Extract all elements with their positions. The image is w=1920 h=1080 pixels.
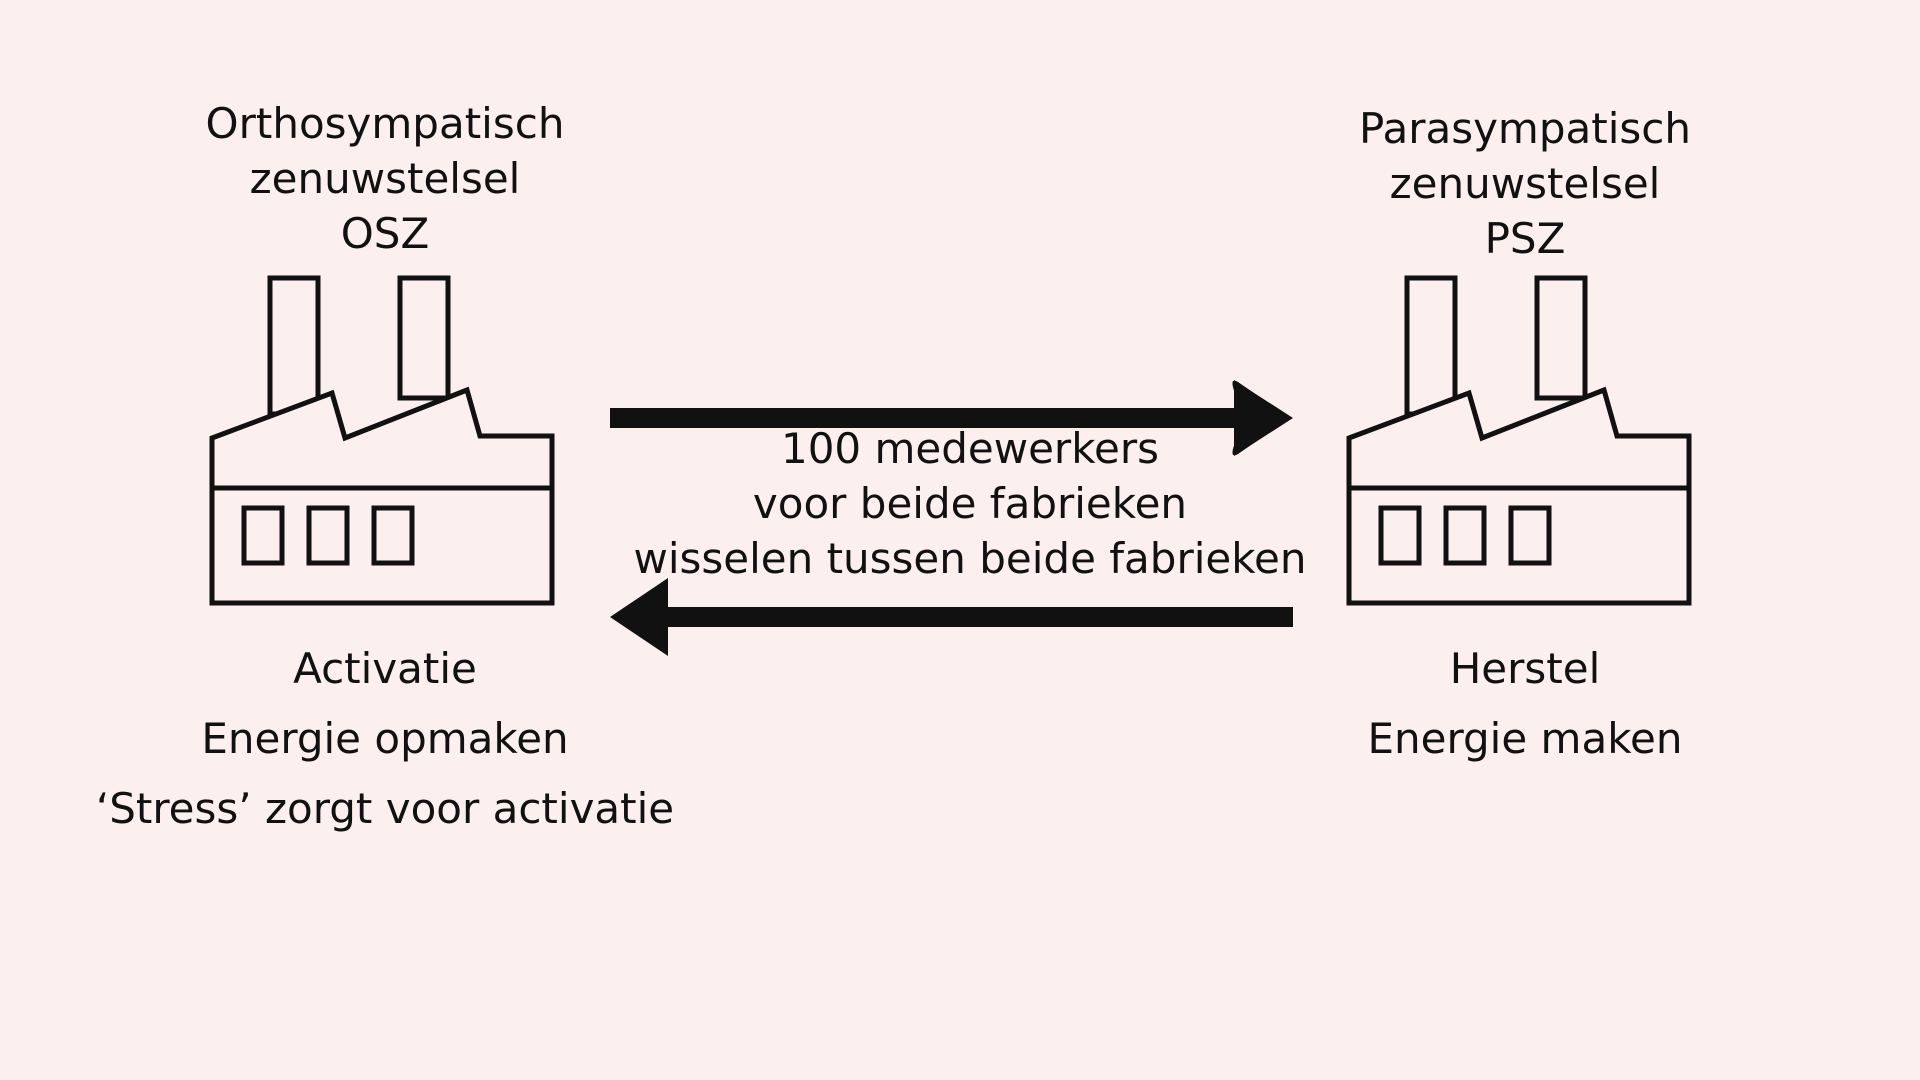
psz-title-line: Parasympatisch [1359,104,1691,153]
center-label-line: 100 medewerkers [780,424,1160,473]
psz-description: Herstel Energie maken [1250,634,1800,774]
psz-description-line: Herstel [1449,644,1601,693]
center-label-line: voor beide fabrieken [752,479,1188,528]
center-label: 100 medewerkers voor beide fabrieken wis… [620,421,1320,586]
osz-description-line: Energie opmaken [201,714,569,763]
arrow-left-icon [610,578,1293,656]
osz-description-line: ‘Stress’ zorgt voor activatie [95,784,675,833]
psz-title: Parasympatisch zenuwstelsel PSZ [1260,101,1790,266]
center-label-line: wisselen tussen beide fabrieken [633,534,1307,583]
psz-title-line: zenuwstelsel [1389,159,1661,208]
osz-title-line: Orthosympatisch [205,99,565,148]
osz-description-line: Activatie [293,644,477,693]
right-factory-icon [1349,278,1689,603]
arrow-right-icon [610,380,1293,456]
osz-title: Orthosympatisch zenuwstelsel OSZ [120,96,650,261]
osz-title-line: OSZ [340,209,430,258]
osz-title-line: zenuwstelsel [249,154,521,203]
psz-description-line: Energie maken [1367,714,1683,763]
osz-description: Activatie Energie opmaken ‘Stress’ zorgt… [60,634,710,844]
psz-title-line: PSZ [1484,214,1566,263]
left-factory-icon [212,278,552,603]
